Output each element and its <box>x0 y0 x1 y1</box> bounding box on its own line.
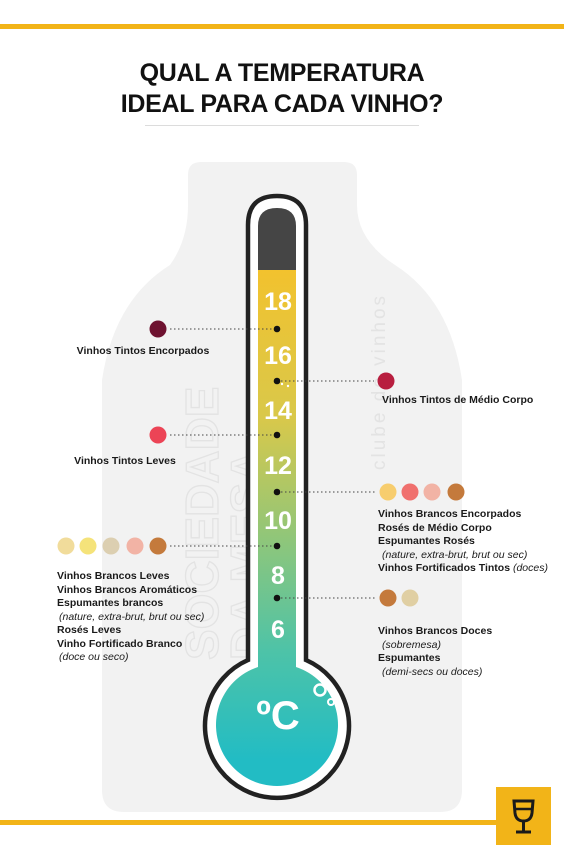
thermometer-liquid <box>215 270 338 786</box>
tick-12: 12 <box>264 452 292 480</box>
top-accent-bar <box>0 24 564 29</box>
label-tintos-medio-corpo: Vinhos Tintos de Médio Corpo <box>382 394 533 408</box>
label-line: (nature, extra-brut, brut ou sec) <box>382 548 528 561</box>
tick-16: 16 <box>264 342 292 370</box>
label-line: (demi-secs ou doces) <box>382 665 483 678</box>
label-line: Vinhos Tintos de Médio Corpo <box>382 394 534 406</box>
tube-marker-tintos-leves <box>273 431 281 439</box>
label-line: (nature, extra-brut, brut ou sec) <box>59 610 205 623</box>
label-line: Vinhos Brancos Leves <box>57 570 170 582</box>
tube-marker-brancos-leves <box>273 542 281 550</box>
label-line: Espumantes brancos <box>57 597 164 609</box>
label-tintos-leves: Vinhos Tintos Leves <box>30 455 220 469</box>
watermark-text: SOCIEDADE <box>175 386 228 661</box>
wine-glass-icon <box>512 799 535 834</box>
tube-marker-tintos-encorpados <box>273 325 281 333</box>
unit-celsius: ºC <box>256 694 300 738</box>
tube-marker-brancos-doces <box>273 594 281 602</box>
wine-dot-brancos-encorpados <box>379 483 397 501</box>
label-suffix: (doces) <box>512 562 548 574</box>
label-brancos-doces: Vinhos Brancos Doces (sobremesa) Espuman… <box>378 625 492 679</box>
wine-dot-brancos-encorpados <box>423 483 441 501</box>
tick-14: 14 <box>264 397 292 425</box>
thermometer-top-empty <box>258 208 296 270</box>
page-title: QUAL A TEMPERATURA IDEAL PARA CADA VINHO… <box>0 58 564 120</box>
corner-logo-box <box>496 787 551 845</box>
wine-dot-brancos-encorpados <box>447 483 465 501</box>
tube-marker-tintos-medio-corpo <box>273 377 281 385</box>
label-line: (doce ou seco) <box>59 651 129 663</box>
label-line: Vinhos Brancos Encorpados <box>378 508 522 520</box>
tick-6: 6 <box>271 616 285 644</box>
title-divider <box>145 125 419 126</box>
connectors <box>170 325 376 602</box>
wine-dot-brancos-encorpados <box>401 483 419 501</box>
label-line: Vinhos Brancos Doces <box>378 625 493 637</box>
label-line: Rosés de Médio Corpo <box>378 521 492 534</box>
wine-color-dots <box>57 320 465 607</box>
tick-8: 8 <box>271 562 285 590</box>
bottom-accent-bar <box>0 820 496 825</box>
label-brancos-leves: Vinhos Brancos Leves Vinhos Brancos Arom… <box>57 570 204 665</box>
tick-10: 10 <box>264 507 292 535</box>
label-line: Rosés Leves <box>57 624 122 636</box>
label-line: Vinhos Tintos Encorpados <box>76 345 210 357</box>
wine-dot-tintos-leves <box>149 426 167 444</box>
wine-dot-brancos-leves <box>102 537 120 555</box>
wine-dot-brancos-leves <box>79 537 97 555</box>
bubble-large <box>313 683 327 697</box>
wine-dot-tintos-encorpados <box>149 320 167 338</box>
wine-dot-brancos-leves <box>149 537 167 555</box>
tube-sparkle <box>286 384 290 388</box>
wine-dot-brancos-doces <box>379 589 397 607</box>
label-line: Vinho Fortificado Branco <box>57 637 183 650</box>
bubble-small <box>327 698 335 706</box>
label-line: Vinhos Tintos Leves <box>74 455 176 467</box>
watermark-line-1: SOCIEDADE <box>176 387 228 660</box>
tube-marker-brancos-encorpados <box>273 488 281 496</box>
label-line: Vinhos Brancos Aromáticos <box>57 583 198 596</box>
wine-dot-brancos-doces <box>401 589 419 607</box>
wine-dot-brancos-leves <box>126 537 144 555</box>
tick-18: 18 <box>264 288 292 316</box>
label-tintos-encorpados: Vinhos Tintos Encorpados <box>48 345 238 359</box>
title-line-1: QUAL A TEMPERATURA <box>139 59 425 87</box>
wine-dot-tintos-medio-corpo <box>377 372 395 390</box>
title-line-2: IDEAL PARA CADA VINHO? <box>120 90 444 118</box>
wine-dot-brancos-leves <box>57 537 75 555</box>
label-line: Espumantes Rosés <box>378 535 475 547</box>
label-brancos-encorpados: Vinhos Brancos Encorpados Rosés de Médio… <box>378 508 548 576</box>
label-line: (sobremesa) <box>382 638 441 651</box>
tube-sparkle <box>280 382 284 386</box>
label-line: Vinhos Fortificados Tintos (doces) <box>378 562 548 574</box>
label-line: Espumantes <box>378 652 441 664</box>
